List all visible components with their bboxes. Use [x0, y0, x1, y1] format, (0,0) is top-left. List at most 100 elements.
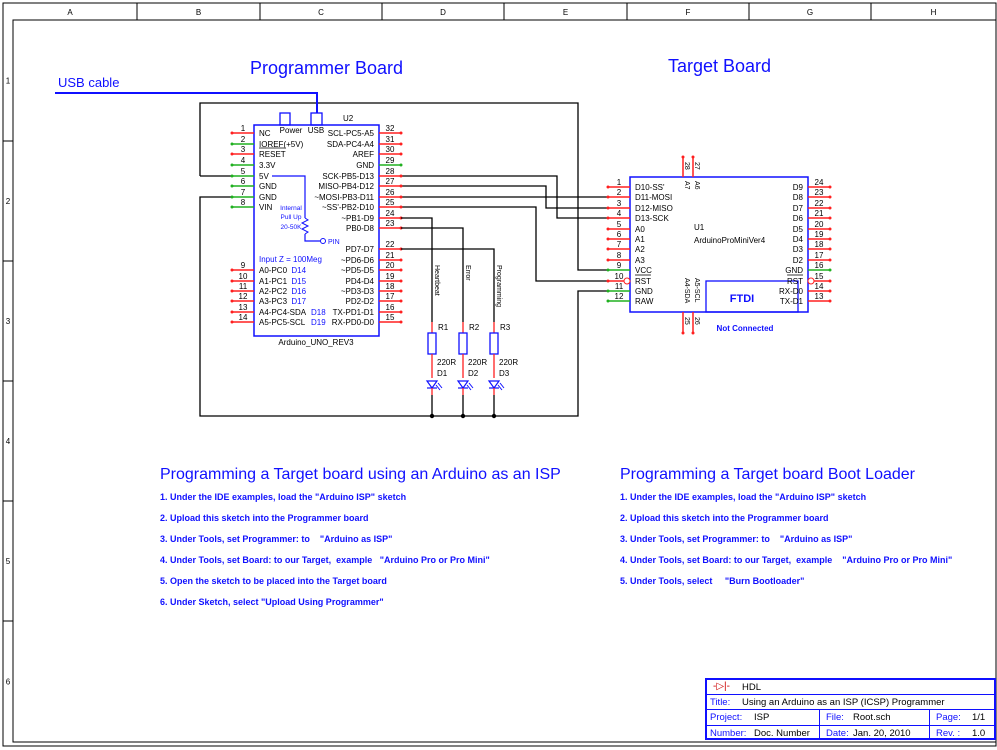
pin-number: 12 — [615, 292, 624, 301]
pin-end-dot — [399, 310, 403, 314]
pin-label: PB0-D8 — [346, 224, 375, 233]
pin-label: D7 — [793, 204, 804, 213]
wire-reset — [401, 206, 608, 282]
pin-number: 2 — [617, 188, 622, 197]
pin-end-dot — [828, 195, 832, 199]
pin-end-dot — [606, 258, 610, 262]
pullup-label: 20-50K — [281, 224, 303, 231]
pin-label: D3 — [793, 245, 804, 254]
title-row: Title: Using an Arduino as an ISP (ICSP)… — [707, 694, 994, 710]
pullup-pin-label: PIN — [328, 239, 340, 246]
pin-digital-label: D18 — [311, 308, 326, 317]
bootloader-step: 2. Upload this sketch into the Programme… — [620, 513, 829, 523]
usb-connector-icon — [310, 112, 323, 126]
pin-label: ~PD3-D3 — [341, 287, 375, 296]
resistor-value: 220R — [468, 358, 487, 367]
pin-number: 29 — [386, 156, 395, 165]
pin-end-dot — [828, 227, 832, 231]
pin-label: AREF — [353, 150, 374, 159]
pin-end-dot — [399, 184, 403, 188]
pin-label: ~MOSI-PB3-D11 — [314, 193, 374, 202]
pin-end-dot — [399, 174, 403, 178]
bootloader-step: 5. Under Tools, select "Burn Bootloader" — [620, 576, 805, 586]
column-label: B — [196, 8, 201, 17]
pin-label: A1 — [635, 235, 645, 244]
pin-end-dot — [399, 205, 403, 209]
pin-number: 23 — [386, 219, 395, 228]
pin-label: IOREF(+5V) — [259, 140, 304, 149]
pin-number: 3 — [241, 145, 246, 154]
pin-label: SCL-PC5-A5 — [328, 129, 375, 138]
row-label: 6 — [6, 678, 11, 687]
pin-number: 4 — [617, 209, 622, 218]
pullup-label: Internal — [280, 205, 302, 212]
pin-number: 20 — [386, 261, 395, 270]
junction-dot — [429, 413, 435, 419]
pin-number: 30 — [386, 145, 395, 154]
pin-number: 28 — [386, 167, 395, 176]
pin-label: D2 — [793, 256, 804, 265]
pin-label: RAW — [635, 297, 654, 306]
pin-end-dot — [399, 320, 403, 324]
pin-number: 10 — [239, 272, 248, 281]
pin-label: D8 — [793, 193, 804, 202]
pin-label: ~PB1-D9 — [341, 214, 374, 223]
pin-label: ~PD5-D5 — [341, 266, 375, 275]
pin-number: 1 — [241, 124, 246, 133]
pin-number: 26 — [693, 317, 700, 325]
ftdi-note: Not Connected — [717, 324, 774, 333]
net-label: Heartbeat — [433, 265, 440, 296]
pin-number: 14 — [815, 282, 824, 291]
pin-end-dot — [606, 206, 610, 210]
pin-end-dot — [399, 299, 403, 303]
isp-step: 4. Under Tools, set Board: to our Target… — [160, 555, 490, 565]
resistor-ref: R2 — [469, 323, 480, 332]
pin-end-dot — [606, 289, 610, 293]
pin-label: RST — [635, 277, 651, 286]
pin-end-dot — [399, 195, 403, 199]
pin-number: 22 — [815, 199, 824, 208]
pin-number: 23 — [815, 188, 824, 197]
hdl-logo-icon: -▷|- — [713, 681, 730, 692]
pin-number: 11 — [615, 282, 624, 291]
bootloader-step: 1. Under the IDE examples, load the "Ard… — [620, 492, 867, 502]
pin-number: 27 — [693, 162, 700, 170]
junction-dot — [460, 413, 466, 419]
resistor-icon — [458, 332, 468, 355]
file-value: Root.sch — [853, 712, 891, 723]
resistor-ref: R1 — [438, 323, 449, 332]
pin-number: 5 — [241, 167, 246, 176]
pin-label: D11-MOSI — [635, 193, 672, 202]
pin-end-dot — [230, 195, 234, 199]
pin-end-dot — [828, 299, 832, 303]
led-ray — [466, 384, 472, 391]
pin-number: 27 — [386, 177, 395, 186]
pin-end-dot — [681, 331, 685, 335]
pin-number: 22 — [386, 240, 395, 249]
pin-end-dot — [606, 279, 610, 283]
pin-label: TX-PD1-D1 — [333, 308, 375, 317]
pin-label: GND — [259, 182, 277, 191]
net-label: Error — [464, 265, 471, 281]
pin-end-dot — [828, 258, 832, 262]
pin-end-dot — [230, 163, 234, 167]
pin-end-dot — [691, 155, 695, 159]
pin-number: 2 — [241, 135, 246, 144]
led-icon — [425, 380, 439, 390]
pin-label: RESET — [259, 150, 286, 159]
number-value: Doc. Number — [754, 728, 810, 739]
pin-number: 9 — [617, 261, 622, 270]
pin-digital-label: D19 — [311, 318, 326, 327]
page-label: Page: — [936, 712, 961, 723]
project-label: Project: — [710, 712, 743, 723]
rev-value: 1.0 — [972, 728, 986, 739]
power-connector-icon — [279, 112, 291, 126]
wire-indicator — [401, 227, 464, 322]
pin-end-dot — [399, 152, 403, 156]
pin-label: A4-SDA — [683, 278, 690, 304]
led-ray — [468, 382, 474, 389]
pin-number: 32 — [386, 124, 395, 133]
file-label: File: — [826, 712, 844, 723]
